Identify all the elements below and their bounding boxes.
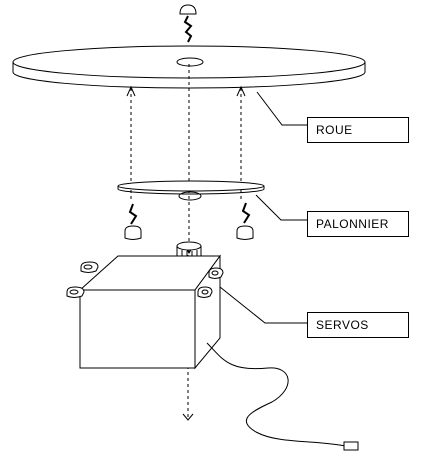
servo-mount-tab-icon — [66, 261, 224, 298]
servo-cable — [206, 342, 346, 447]
servo-horn-disc — [117, 180, 265, 201]
arrow-heads — [126, 85, 246, 421]
screw-icon-left — [124, 203, 142, 240]
label-palonnier: PALONNIER — [307, 211, 409, 237]
label-leader-lines — [219, 91, 307, 324]
screw-icon-right — [236, 202, 254, 240]
connector-plug-icon — [343, 441, 359, 451]
assembly-guide-arrows — [130, 64, 242, 272]
label-servos: SERVOS — [307, 312, 409, 338]
label-roue: ROUE — [307, 117, 409, 143]
servo-box — [78, 254, 221, 370]
screw-icon — [179, 4, 197, 43]
